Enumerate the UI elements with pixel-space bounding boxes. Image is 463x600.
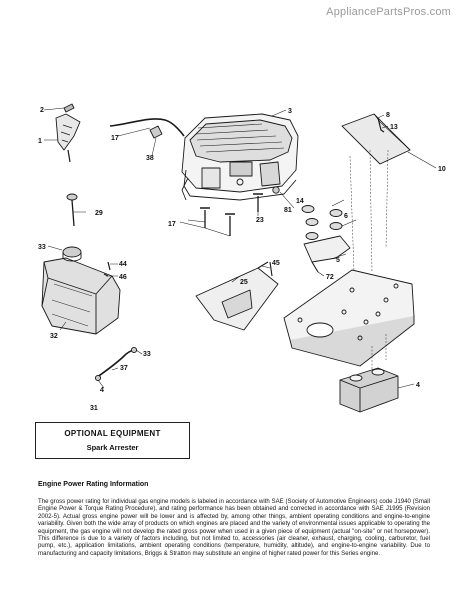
heat-shield-drawing [341,113,411,165]
callout-label: 17 [168,221,176,228]
callout-label: 33 [38,244,46,251]
callout-label: 10 [438,166,446,173]
callout-label: 29 [95,210,103,217]
callout-label: 4 [100,387,104,394]
callout-label: 1 [38,138,42,145]
optional-equipment-box: OPTIONAL EQUIPMENT Spark Arrester [35,422,190,459]
callout-label: 4 [416,382,420,389]
callout-label: 3 [288,108,292,115]
engine-drawing [181,113,299,201]
callout-label: 13 [390,124,398,131]
callout-label: 44 [119,261,127,268]
callout-label: 37 [120,365,128,372]
optional-equipment-item: Spark Arrester [86,443,139,452]
callout-label: 32 [50,333,58,340]
spacers-drawing [301,205,351,273]
callout-label: 14 [296,198,304,205]
mounting-plate-drawing [283,269,415,372]
callout-labels: 2 1 3 17 38 8 13 10 14 6 5 72 81 23 17 4… [38,107,446,394]
callout-label: 33 [143,351,151,358]
left-bracket-drawing [55,103,81,163]
watermark: AppliancePartsPros.com [326,6,451,18]
callout-label: 31 [90,405,98,412]
engine-rating-title: Engine Power Rating Information [38,481,149,488]
optional-equipment-heading: OPTIONAL EQUIPMENT [64,429,161,438]
callout-label: 38 [146,155,154,162]
callout-label: 17 [111,135,119,142]
engine-rating-body: The gross power rating for individual ga… [38,498,430,557]
callout-label: 25 [240,279,248,286]
callout-label: 8 [386,112,390,119]
callout-label: 45 [272,260,280,267]
callout-label: 6 [344,213,348,220]
callout-label: 2 [40,107,44,114]
callout-label: 81 [284,207,292,214]
callout-label: 23 [256,217,264,224]
fuel-tank-drawing [41,246,121,335]
callout-label: 5 [336,257,340,264]
callout-label: 46 [119,274,127,281]
muffler-drawing [339,367,399,413]
callout-label: 72 [326,274,334,281]
tank-bracket-drawing [195,261,279,331]
